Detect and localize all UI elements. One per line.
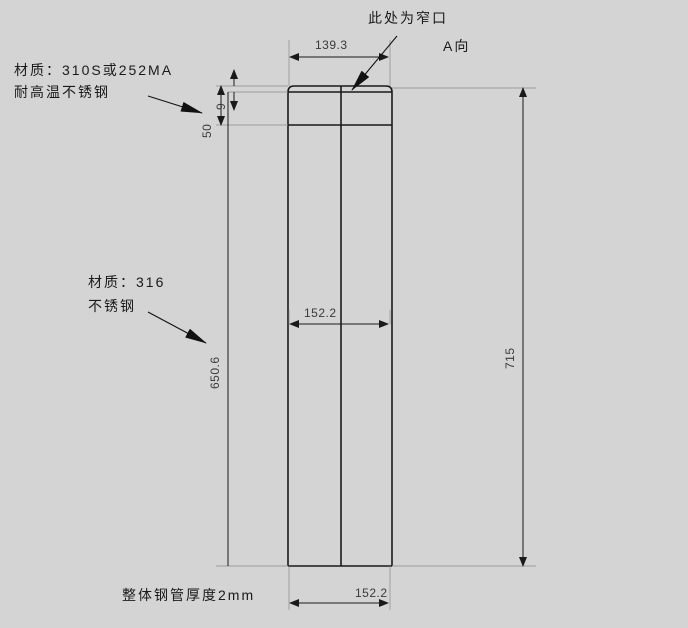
- pipe-top-lip: [287, 85, 393, 93]
- leader-narrow-opening: [351, 35, 398, 91]
- narrow-opening-note: 此处为窄口: [368, 10, 448, 26]
- material-top-note-line1: 材质：310S或252MA: [14, 62, 174, 78]
- pipe-body: [287, 85, 393, 567]
- dim-value-bottom-width: 152.2: [355, 586, 388, 600]
- dim-value-cap-gap: 9: [214, 102, 228, 110]
- leader-material-mid: [147, 311, 207, 344]
- view-direction-label: A向: [443, 38, 471, 54]
- dim-value-cap-height: 50: [200, 123, 214, 138]
- dim-value-top-width: 139.3: [315, 38, 348, 52]
- leader-lines: [147, 35, 398, 344]
- dim-value-mid-width: 152.2: [304, 306, 337, 320]
- dim-value-left-height: 650.6: [208, 356, 222, 389]
- dim-value-right-height: 715: [503, 347, 517, 369]
- dimension-lines: [217, 53, 527, 607]
- wall-thickness-note: 整体钢管厚度2mm: [122, 587, 256, 603]
- material-mid-note-line2: 不锈钢: [88, 298, 136, 314]
- leader-material-top: [147, 95, 203, 114]
- material-mid-note-line1: 材质：316: [88, 274, 166, 290]
- material-top-note-line2: 耐高温不锈钢: [14, 84, 110, 100]
